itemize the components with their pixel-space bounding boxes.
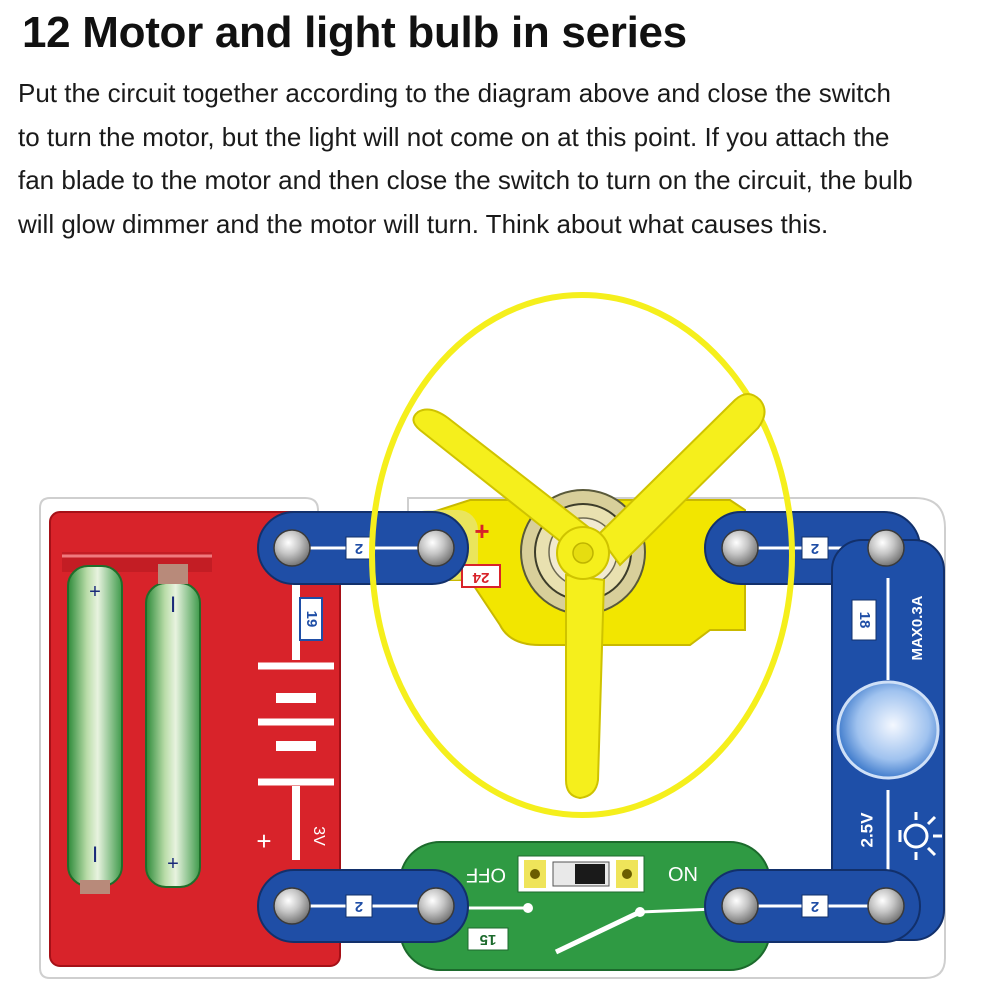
wire-bottom-left: 2: [257, 869, 469, 943]
switch-module: OFF ON 15: [399, 841, 771, 971]
cell-minus-label: I: [92, 842, 98, 867]
switch-off-label: OFF: [466, 864, 506, 886]
wire-top-left: 2: [257, 511, 469, 585]
bulb-rating: MAX0.3A: [909, 595, 926, 660]
wire-bottom-right: 2: [704, 869, 921, 943]
cell-minus-label: I: [170, 592, 176, 617]
snap-connectors: [273, 529, 905, 925]
battery-part-number: 19: [303, 611, 320, 628]
page-title: 12 Motor and light bulb in series: [22, 8, 687, 57]
lightbulb-icon: [898, 812, 942, 860]
bulb-voltage: 2.5V: [857, 812, 876, 848]
cell-plus-label: +: [167, 853, 179, 875]
motor-part-number: 24: [472, 569, 489, 586]
instruction-line: Put the circuit together according to th…: [18, 78, 891, 108]
instruction-line: to turn the motor, but the light will no…: [18, 121, 890, 152]
wire-part-number: 2: [355, 898, 363, 915]
bulb-part-number: 18: [856, 612, 873, 629]
battery-plus-sign: +: [256, 826, 271, 856]
battery-cell-right: I +: [145, 564, 201, 888]
battery-symbol: [258, 580, 334, 860]
instructions-paragraph: Put the circuit together according to th…: [18, 72, 993, 246]
fan-blade: [369, 292, 795, 818]
wire-part-number: 2: [811, 898, 819, 915]
instruction-line: will glow dimmer and the motor will turn…: [18, 208, 829, 239]
motor-plus-sign: +: [474, 516, 489, 546]
battery-cell-left: + I: [67, 565, 123, 894]
switch-part-number: 15: [480, 931, 497, 948]
bulb-module: 18 MAX0.3A 2.5V: [831, 539, 945, 941]
wire-part-number: 2: [811, 540, 819, 557]
battery-holder: + I I + 19 + 3V: [49, 511, 341, 967]
wire-part-number: 2: [355, 540, 363, 557]
battery-voltage: 3V: [310, 826, 327, 846]
switch-on-label: ON: [668, 864, 698, 886]
instruction-line: fan blade to the motor and then close th…: [18, 165, 913, 195]
cell-plus-label: +: [89, 581, 101, 603]
